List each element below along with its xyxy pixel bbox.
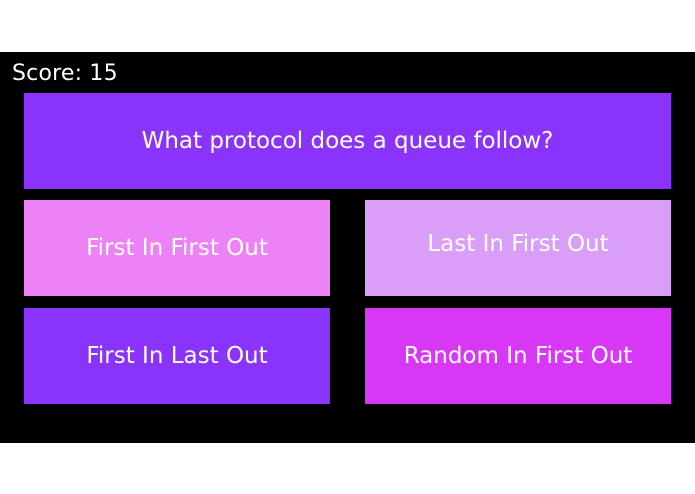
- question-panel: What protocol does a queue follow?: [24, 93, 671, 189]
- score-display: Score: 15: [12, 61, 118, 86]
- answer-button-4[interactable]: Random In First Out: [365, 308, 671, 404]
- answer-button-2[interactable]: Last In First Out: [365, 200, 671, 296]
- answer-label: First In Last Out: [86, 343, 268, 369]
- answer-button-3[interactable]: First In Last Out: [24, 308, 330, 404]
- answer-label: First In First Out: [86, 235, 268, 261]
- answer-label: Last In First Out: [427, 231, 609, 257]
- answer-label: Random In First Out: [403, 343, 633, 369]
- answer-button-1[interactable]: First In First Out: [24, 200, 330, 296]
- question-text: What protocol does a queue follow?: [141, 128, 554, 154]
- game-stage: Score: 15 What protocol does a queue fol…: [0, 52, 695, 443]
